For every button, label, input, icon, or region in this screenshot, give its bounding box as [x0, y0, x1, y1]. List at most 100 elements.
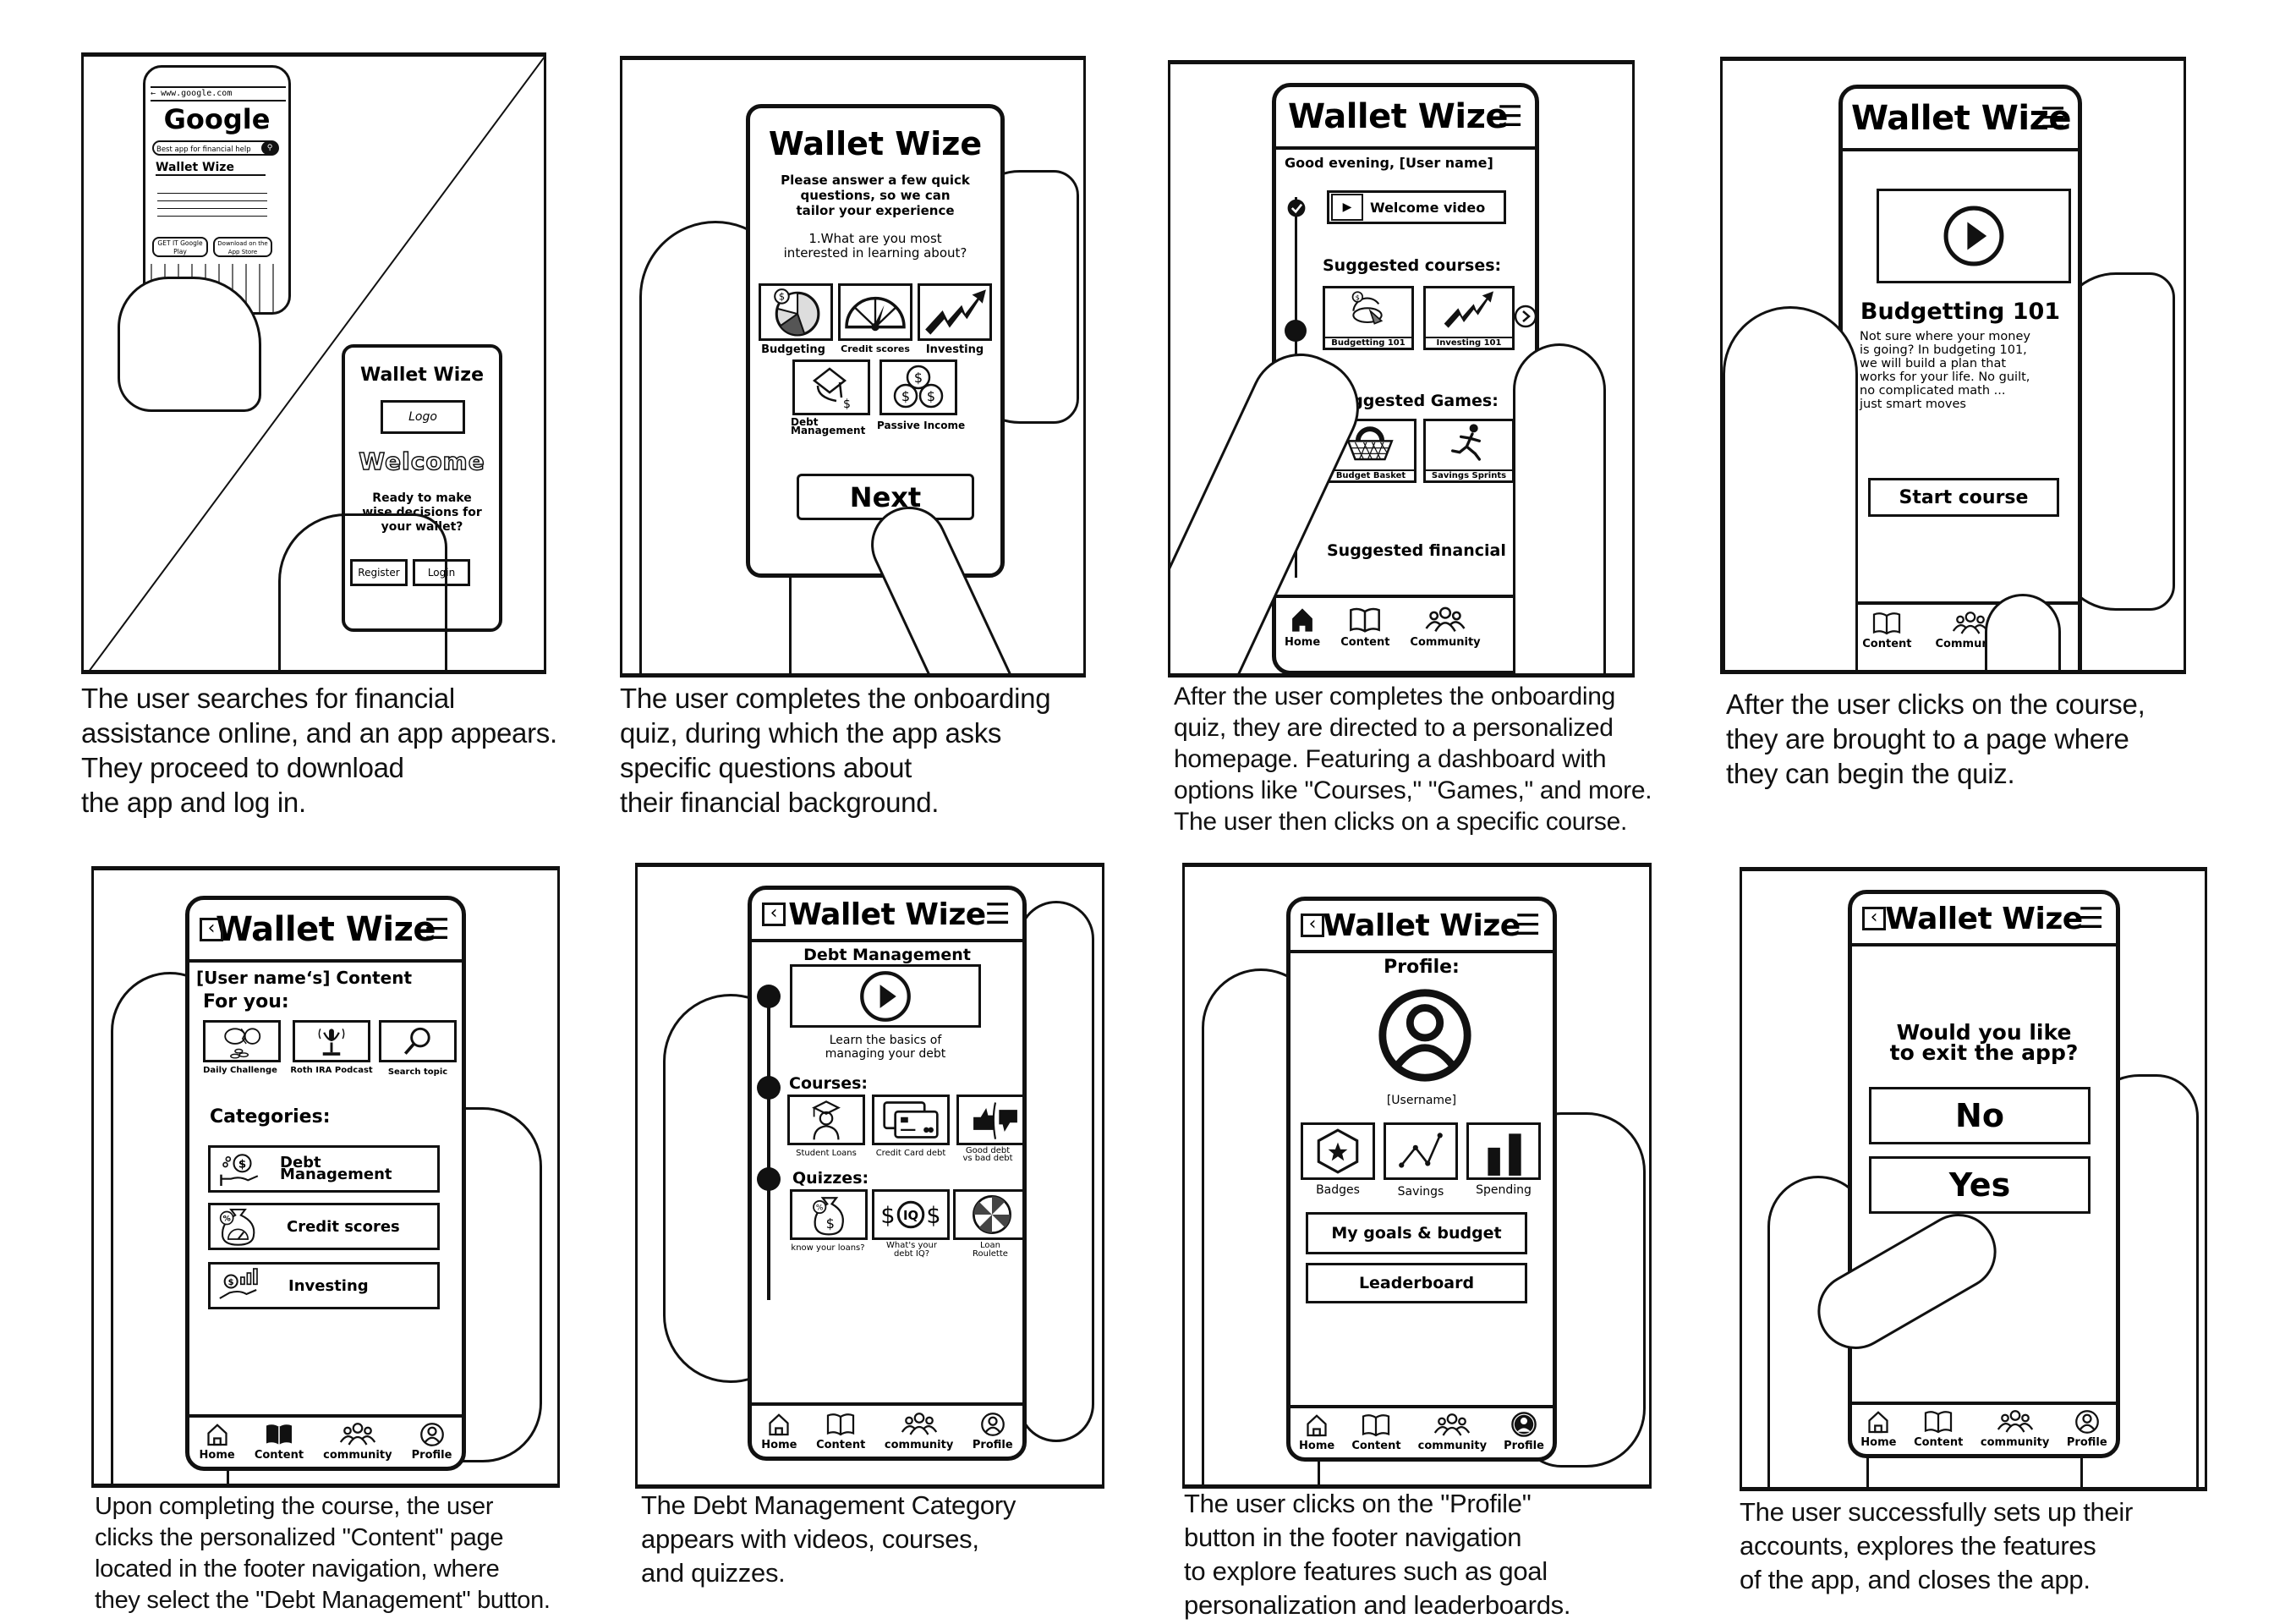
back-chevron-icon[interactable]: ‹: [762, 903, 786, 926]
category-investing[interactable]: Investing: [208, 1262, 440, 1309]
footer-home[interactable]: Home: [1285, 606, 1320, 649]
video-caption-line: managing your debt: [825, 1047, 946, 1061]
footer-home[interactable]: Home: [200, 1422, 235, 1462]
quiz-know-your-loans[interactable]: [790, 1189, 868, 1240]
book-icon: [1359, 1413, 1393, 1438]
footer-community[interactable]: community: [1418, 1413, 1487, 1452]
storyboard-panel-6: ‹ Wallet Wize ☰ Debt Management Learn th…: [635, 863, 1104, 1489]
back-chevron-icon[interactable]: ‹: [1301, 914, 1324, 937]
footer-home[interactable]: Home: [1860, 1409, 1896, 1449]
caption-line: quiz, they are directed to a personalize…: [1174, 714, 1614, 742]
search-input[interactable]: Best app for financial help ⚲: [152, 140, 279, 156]
footer-community[interactable]: Community: [1410, 606, 1481, 649]
piggy-bank-icon: [205, 1023, 278, 1060]
hamburger-menu-icon[interactable]: ☰: [424, 913, 450, 946]
footer-content[interactable]: Content: [1340, 606, 1389, 649]
welcome-video-button[interactable]: ▶ Welcome video: [1327, 190, 1506, 224]
footer-profile-active[interactable]: Profile: [1504, 1411, 1544, 1452]
welcome-heading: Welcome: [359, 447, 485, 476]
spending-tile[interactable]: [1466, 1122, 1541, 1180]
content-phone: ‹ Wallet Wize ☰ [User name‘s] Content Fo…: [185, 896, 466, 1471]
badges-tile[interactable]: [1301, 1122, 1375, 1180]
footer-community[interactable]: community: [1981, 1409, 2049, 1449]
search-icon[interactable]: ⚲: [261, 141, 278, 155]
hamburger-menu-icon[interactable]: ☰: [1515, 908, 1541, 942]
savings-tile[interactable]: [1384, 1122, 1458, 1180]
back-chevron-icon[interactable]: ‹: [200, 918, 223, 941]
play-button-icon[interactable]: [1933, 204, 2014, 268]
hamburger-menu-icon[interactable]: ☰: [984, 897, 1011, 931]
community-icon: [1424, 606, 1466, 634]
course-good-vs-bad-debt[interactable]: [956, 1095, 1022, 1145]
back-arrow-icon[interactable]: ←: [151, 89, 156, 98]
course-student-loans[interactable]: [787, 1095, 865, 1145]
course-credit-card-debt[interactable]: [872, 1095, 950, 1145]
video-caption-line: Learn the basics of: [829, 1034, 942, 1047]
hamburger-menu-icon[interactable]: ☰: [1497, 100, 1523, 134]
graduation-cap-dollar-icon: [795, 362, 868, 413]
browser-address-bar[interactable]: ← www.google.com: [151, 86, 286, 102]
caption-panel-4: After the user clicks on the course, the…: [1726, 687, 2145, 791]
game-card-savings-sprints[interactable]: Savings Sprints: [1423, 419, 1515, 483]
option-debt-management[interactable]: [792, 359, 870, 415]
back-chevron-icon[interactable]: ‹: [1862, 907, 1886, 930]
footer-community[interactable]: community: [323, 1422, 392, 1462]
caption-line: they select the "Debt Management" button…: [95, 1587, 551, 1614]
footer-home[interactable]: Home: [761, 1412, 797, 1451]
footer-profile[interactable]: Profile: [412, 1422, 452, 1462]
search-result-title[interactable]: Wallet Wize: [156, 161, 266, 176]
footer-content[interactable]: Content: [255, 1422, 304, 1462]
option-budgeting[interactable]: [759, 283, 833, 341]
profile-filled-icon: [1510, 1411, 1538, 1438]
app-store-button[interactable]: Download on the App Store: [213, 237, 272, 257]
video-player[interactable]: [790, 964, 981, 1028]
stat-label: Badges: [1316, 1183, 1360, 1197]
footer-content[interactable]: Content: [1914, 1409, 1963, 1449]
course-video-player[interactable]: [1877, 189, 2071, 283]
hamburger-menu-icon[interactable]: ☰: [2078, 902, 2104, 935]
right-hand-tapping: [278, 513, 447, 670]
stat-label: Spending: [1476, 1183, 1532, 1197]
google-play-button[interactable]: GET IT Google Play: [152, 237, 208, 257]
option-credit-scores[interactable]: [838, 283, 912, 341]
book-icon: [1921, 1409, 1955, 1435]
storyboard-panel-7: ‹ Wallet Wize ☰ Profile: [Username] Badg…: [1182, 863, 1652, 1489]
step-dot: [757, 1076, 781, 1100]
option-passive-income[interactable]: [879, 359, 957, 415]
next-courses-chevron-icon[interactable]: [1513, 304, 1538, 329]
leaderboard-button[interactable]: Leaderboard: [1306, 1263, 1527, 1303]
hamburger-menu-icon[interactable]: ☰: [2040, 102, 2066, 135]
course-card-investing-101[interactable]: Investing 101: [1423, 286, 1515, 350]
next-button[interactable]: Next: [797, 474, 974, 520]
app-title: Wallet Wize: [215, 910, 436, 949]
profile-icon: [979, 1412, 1006, 1437]
caption-line: assistance online, and an app appears.: [81, 717, 557, 749]
daily-challenge-tile[interactable]: [203, 1020, 281, 1062]
footer-profile[interactable]: Profile: [973, 1412, 1013, 1451]
quiz-loan-roulette[interactable]: [953, 1189, 1022, 1240]
category-debt-management[interactable]: Debt Management: [208, 1145, 440, 1193]
yes-button[interactable]: Yes: [1869, 1156, 2091, 1214]
start-course-button[interactable]: Start course: [1868, 478, 2059, 517]
footer-home[interactable]: Home: [1299, 1413, 1334, 1452]
footer-community[interactable]: community: [885, 1412, 953, 1451]
footer-content[interactable]: Content: [1351, 1413, 1401, 1452]
search-engine-logo: Google: [163, 103, 271, 135]
quiz-debt-iq[interactable]: [872, 1189, 950, 1240]
search-topic-tile[interactable]: [379, 1020, 457, 1062]
roth-ira-podcast-tile[interactable]: [293, 1020, 370, 1062]
footer-content[interactable]: Content: [816, 1412, 865, 1451]
left-hand-thumb: [1723, 306, 1858, 670]
category-credit-scores[interactable]: Credit scores: [208, 1203, 440, 1250]
question-line: to exit the app?: [1889, 1040, 2079, 1065]
no-button[interactable]: No: [1869, 1087, 2091, 1144]
footer-profile[interactable]: Profile: [2067, 1409, 2107, 1449]
my-goals-budget-button[interactable]: My goals & budget: [1306, 1212, 1527, 1254]
progress-track: [767, 987, 770, 1300]
suggested-financial-heading: Suggested financial: [1327, 541, 1506, 560]
footer-content[interactable]: Content: [1862, 611, 1912, 650]
play-button-icon[interactable]: [858, 969, 912, 1023]
avatar[interactable]: [1375, 985, 1475, 1085]
option-investing[interactable]: [918, 283, 992, 341]
course-card-budgetting-101[interactable]: Budgetting 101: [1323, 286, 1414, 350]
